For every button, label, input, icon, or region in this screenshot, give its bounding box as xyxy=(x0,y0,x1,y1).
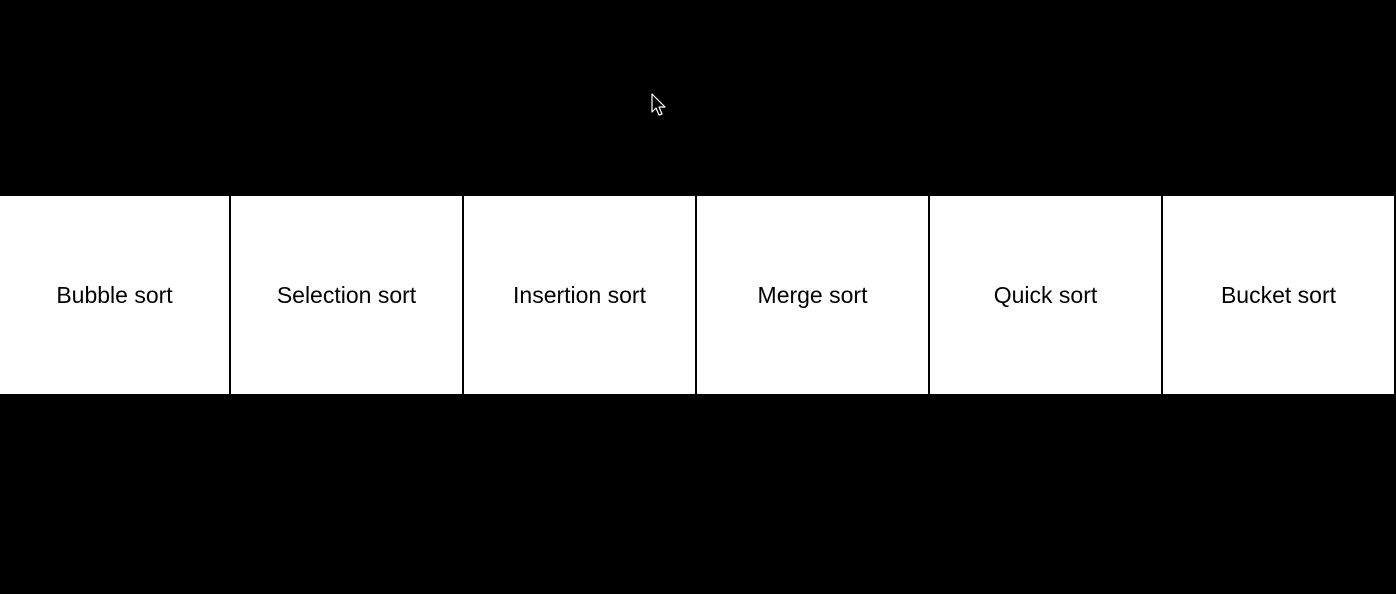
tab-quick-sort[interactable]: Quick sort xyxy=(930,196,1161,394)
tab-insertion-sort[interactable]: Insertion sort xyxy=(464,196,695,394)
tab-label: Selection sort xyxy=(276,281,417,308)
tab-label: Merge sort xyxy=(757,281,868,308)
tab-selection-sort[interactable]: Selection sort xyxy=(231,196,462,394)
sort-algorithm-tabs: Bubble sort Selection sort Insertion sor… xyxy=(0,196,1396,394)
tab-merge-sort[interactable]: Merge sort xyxy=(697,196,928,394)
mouse-pointer-icon xyxy=(651,93,667,117)
tab-label: Insertion sort xyxy=(513,281,646,308)
tab-label: Bucket sort xyxy=(1220,281,1337,308)
tab-bubble-sort[interactable]: Bubble sort xyxy=(0,196,229,394)
tab-label: Bubble sort xyxy=(56,281,173,308)
tab-label: Quick sort xyxy=(993,281,1098,308)
tab-bucket-sort[interactable]: Bucket sort xyxy=(1163,196,1394,394)
